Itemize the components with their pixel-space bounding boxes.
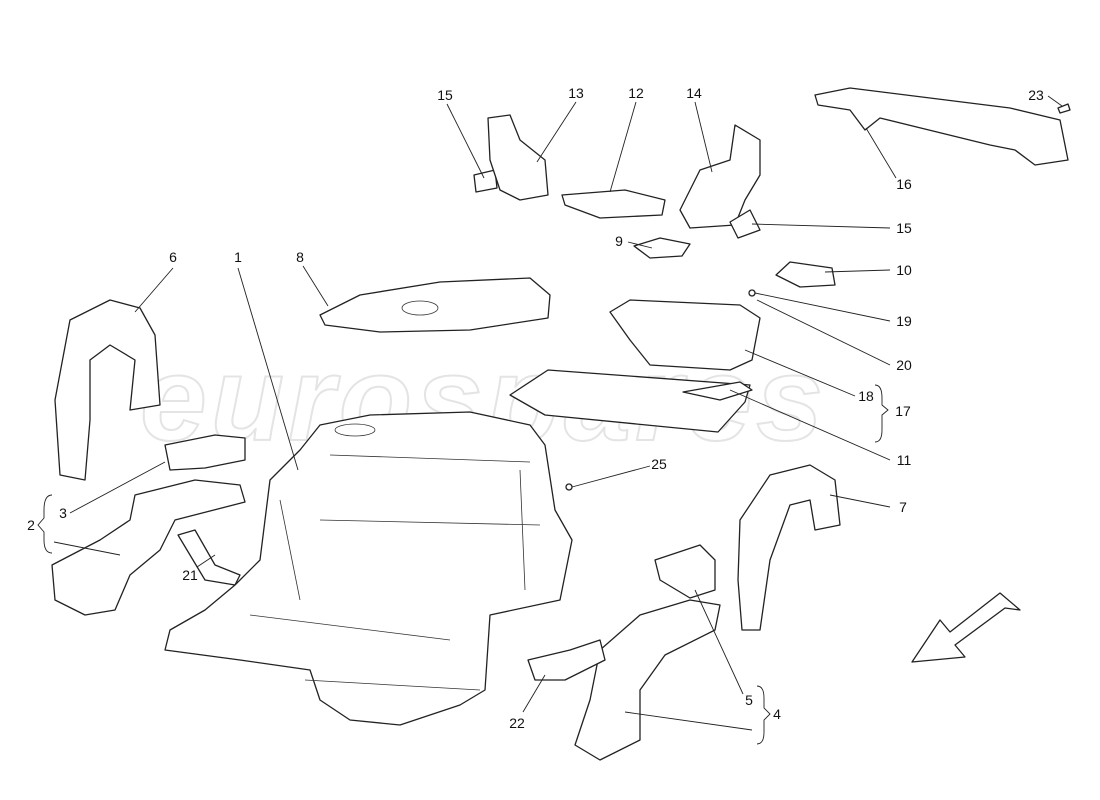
callout-1: 1 — [234, 249, 242, 265]
callout-13: 13 — [568, 85, 584, 101]
part-9-plate — [633, 237, 691, 259]
part-1-rear-body — [164, 411, 573, 726]
callout-3: 3 — [59, 505, 67, 521]
part-20-spare-wheel-tub — [609, 299, 761, 371]
direction-arrow-icon — [911, 592, 1021, 663]
callout-21: 21 — [182, 567, 198, 583]
callout-7: 7 — [899, 499, 907, 515]
callout-15-right: 15 — [896, 220, 912, 236]
part-23-bolt — [1057, 103, 1071, 114]
callout-17: 17 — [895, 403, 911, 419]
callout-4: 4 — [773, 706, 781, 722]
part-19-fastener — [748, 289, 756, 297]
part-10-plate — [775, 261, 836, 288]
callout-25: 25 — [651, 456, 667, 472]
leader-lines — [37, 95, 1063, 745]
part-15-bracket — [473, 169, 498, 193]
callout-19: 19 — [896, 313, 912, 329]
part-8-shelf — [319, 277, 551, 333]
part-13-pillar — [487, 114, 549, 201]
callout-11: 11 — [896, 452, 912, 468]
part-5-member — [654, 544, 716, 599]
callout-18: 18 — [858, 388, 874, 404]
callout-5: 5 — [745, 692, 753, 708]
part-11-crossmember — [682, 381, 753, 401]
part-2-side-member — [51, 479, 246, 616]
part-25-clip — [565, 483, 573, 491]
callout-2: 2 — [27, 517, 35, 533]
part-15-bracket-right — [729, 209, 761, 239]
part-3-member — [164, 434, 246, 471]
part-6-wheelhouse — [54, 299, 161, 481]
part-16-beam — [814, 87, 1069, 166]
callout-10: 10 — [896, 262, 912, 278]
part-12-panel — [561, 189, 666, 219]
callout-6: 6 — [169, 249, 177, 265]
callout-9: 9 — [615, 233, 623, 249]
callout-8: 8 — [296, 249, 304, 265]
part-22-bracket — [527, 639, 606, 681]
callout-16: 16 — [896, 176, 912, 192]
part-7-wheelhouse — [737, 464, 841, 631]
part-18-floor-panel — [509, 369, 751, 433]
callout-15: 15 — [437, 87, 453, 103]
callout-20: 20 — [896, 357, 912, 373]
part-14-pillar — [679, 124, 761, 229]
part-21-bracket — [177, 529, 241, 586]
callout-23: 23 — [1028, 87, 1044, 103]
callout-12: 12 — [628, 85, 644, 101]
callout-14: 14 — [686, 85, 702, 101]
callout-22: 22 — [509, 715, 525, 731]
part-4-side-member — [574, 599, 721, 761]
